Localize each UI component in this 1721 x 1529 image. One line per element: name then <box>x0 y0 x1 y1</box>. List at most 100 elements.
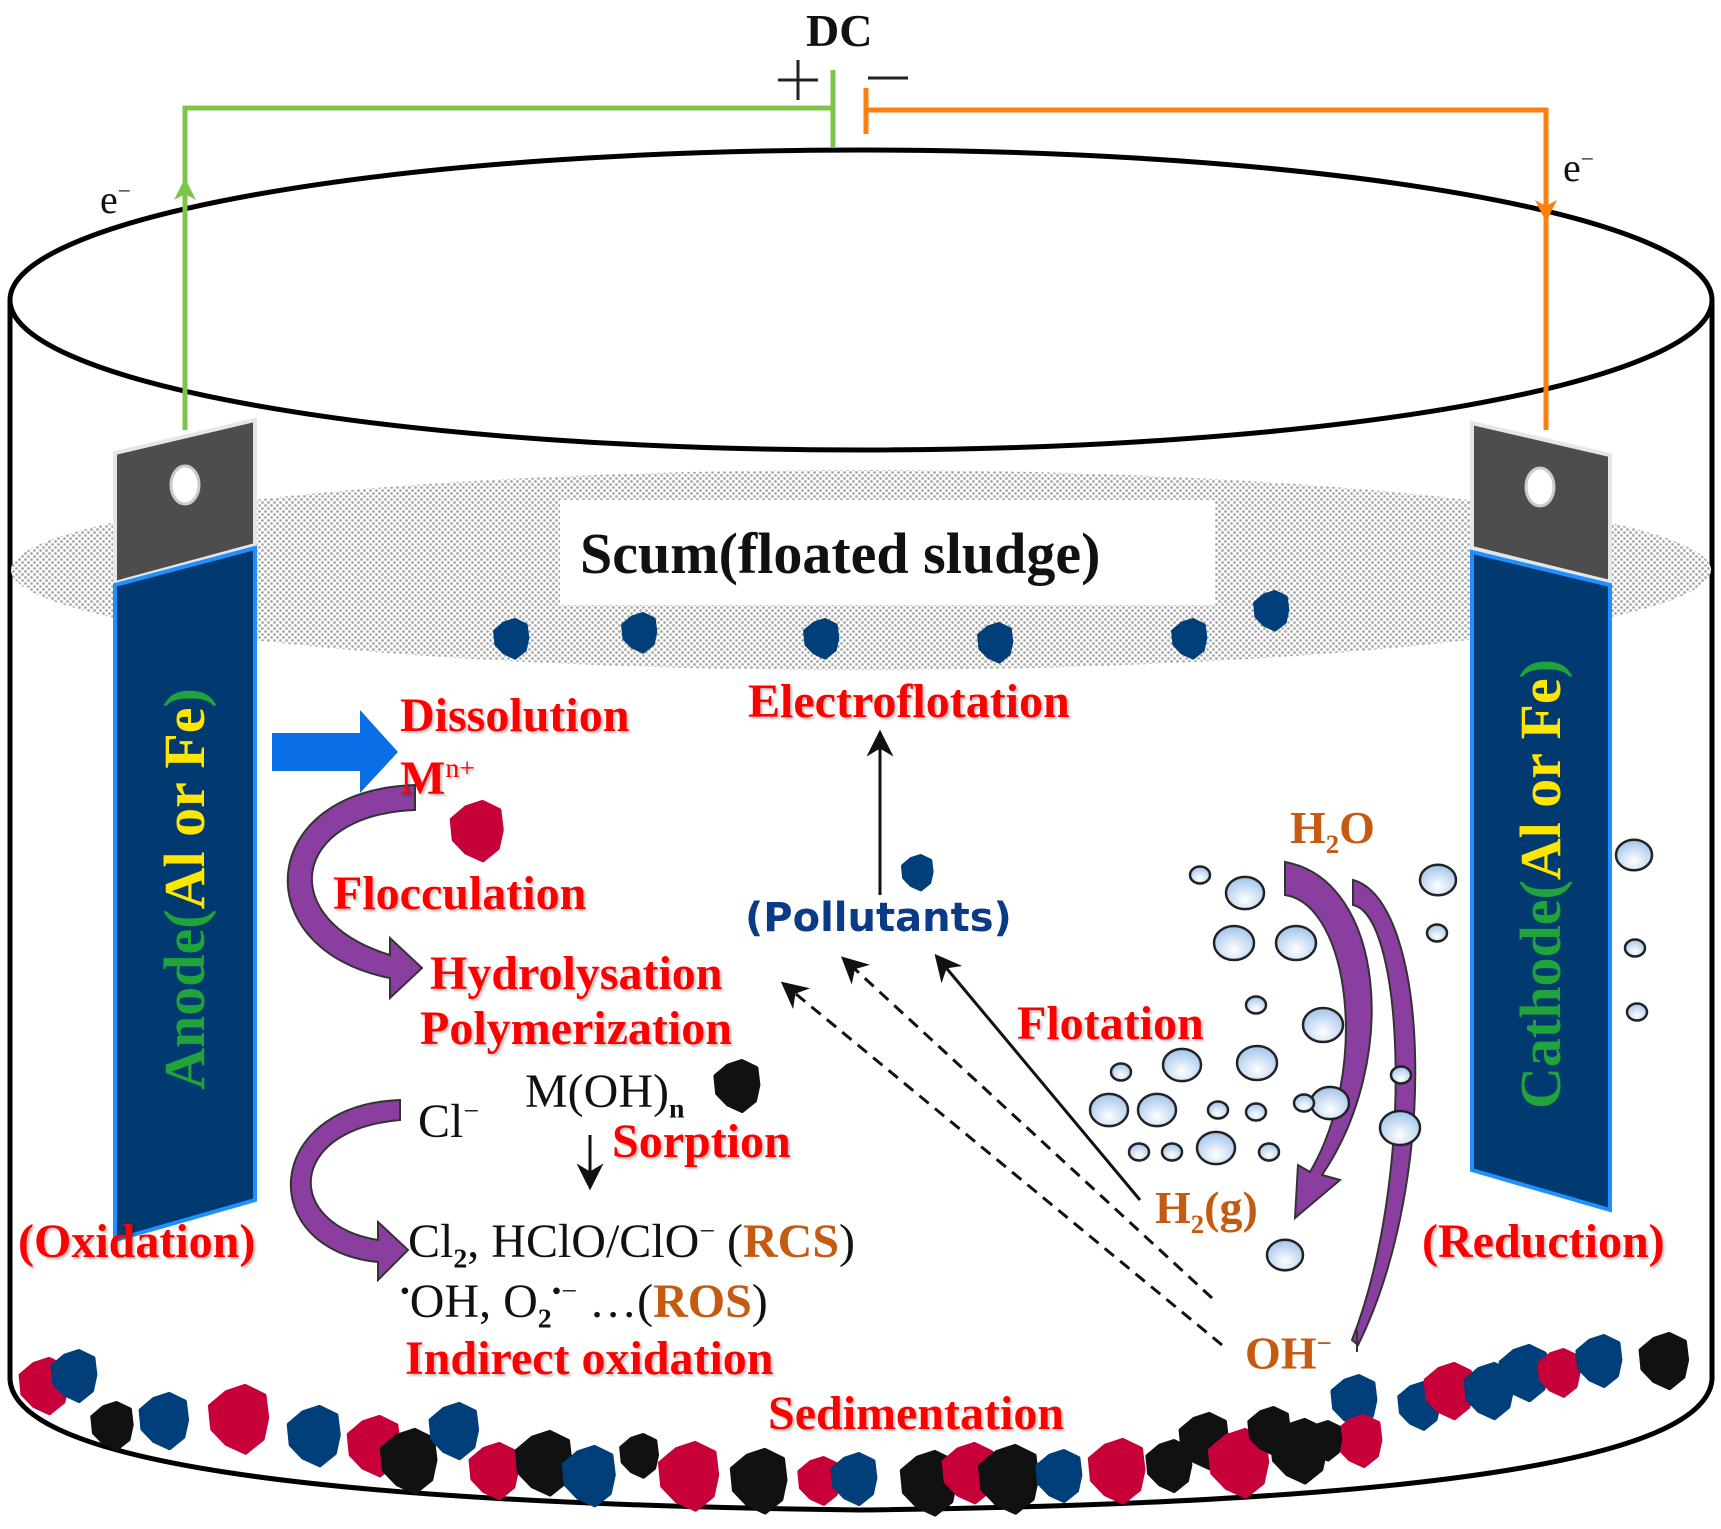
subscript: 2 <box>453 1243 468 1275</box>
oxidation-label: (Oxidation) <box>18 1215 256 1268</box>
dc-source-label: DC <box>806 5 873 56</box>
hydroxide-to-pollutants-dashed-arrow-icon <box>841 956 1214 1300</box>
sediment-floc <box>286 1404 341 1468</box>
subscript: 2 <box>1325 829 1340 860</box>
bubble <box>1188 865 1212 885</box>
sediment-floc <box>1423 1361 1475 1421</box>
sediment-floc <box>1035 1449 1083 1503</box>
battery-signs <box>778 60 908 100</box>
hydroxyl-superoxide: OH, O <box>409 1275 538 1328</box>
ellipsis: …( <box>577 1275 654 1328</box>
hydrogen-bubbles <box>1088 838 1654 1272</box>
sediment-flocs <box>18 1331 1690 1517</box>
sediment-floc <box>1498 1343 1550 1403</box>
cathode-wire <box>863 88 1557 430</box>
hydrolysation-label: Hydrolysation <box>430 947 723 1000</box>
bubble <box>1378 1109 1422 1147</box>
bubble <box>1274 924 1318 962</box>
bubble <box>1614 838 1654 872</box>
reduction-label: (Reduction) <box>1422 1215 1665 1268</box>
anode-wire <box>174 70 836 430</box>
sediment-floc <box>830 1452 878 1506</box>
coagulant-floc <box>449 799 504 863</box>
tank-bottom <box>7 1379 1715 1513</box>
subscript: 2 <box>537 1303 552 1335</box>
bubble <box>1292 1093 1316 1113</box>
sediment-floc <box>1306 1420 1343 1462</box>
bubble <box>1195 1130 1237 1166</box>
phase: (g) <box>1204 1182 1258 1233</box>
bubble <box>1212 924 1256 962</box>
paren: ( <box>715 1215 743 1268</box>
sediment-floc <box>1575 1334 1623 1388</box>
hydroxide-to-hydrolysis-dashed-arrow-icon <box>780 981 1223 1347</box>
tank-rim <box>7 147 1715 453</box>
water-to-hydrogen-arrow-icon <box>1284 860 1373 1221</box>
scum-pollutant-flocs <box>493 590 1290 664</box>
scum-label-box <box>560 500 1215 605</box>
pollutant-floc <box>493 618 530 660</box>
bubble <box>1161 1047 1203 1083</box>
anode-material: Al or Fe <box>152 707 217 910</box>
tank <box>7 147 1715 1513</box>
sediment-floc <box>1537 1348 1581 1398</box>
cathode-label: Cathode(Al or Fe) <box>1508 574 1573 1194</box>
pollutant-floc <box>1171 618 1208 660</box>
flocculation-curve-arrow-icon <box>286 783 424 1001</box>
sediment-floc <box>428 1401 480 1461</box>
bubble <box>1235 1044 1279 1082</box>
charge: − <box>1316 1328 1332 1358</box>
electron-label-left: e− <box>100 180 131 220</box>
sediment-floc <box>561 1444 616 1508</box>
oh: OH <box>1245 1327 1317 1379</box>
sediment-floc <box>138 1391 190 1451</box>
bubble <box>1224 875 1266 911</box>
flocculation-label: Flocculation <box>333 867 587 920</box>
sedimentation-label: Sedimentation <box>768 1387 1065 1440</box>
pollutant-floc <box>1253 590 1290 632</box>
bubble <box>1088 1092 1130 1128</box>
o: O <box>1339 802 1375 853</box>
cathode-material: Al or Fe <box>1508 678 1573 881</box>
sediment-floc <box>619 1433 659 1479</box>
electron-arrow-up-icon <box>174 178 196 200</box>
chloride-symbol: Cl <box>418 1095 464 1148</box>
sediment-floc <box>514 1429 573 1497</box>
sediment-floc <box>1247 1406 1291 1456</box>
bubble <box>1109 1062 1133 1082</box>
paren: ( <box>152 909 217 929</box>
bubble <box>1265 1238 1305 1272</box>
hydrogen-gas-label: H2(g) <box>1155 1185 1258 1238</box>
bubble <box>1625 1002 1649 1022</box>
hydroxide-subscript: n <box>668 1093 685 1125</box>
bubble <box>1257 1142 1281 1162</box>
ros-tag: ROS <box>653 1275 752 1328</box>
sediment-floc <box>797 1456 841 1506</box>
subscript: 2 <box>1190 1209 1205 1240</box>
h: H <box>1155 1182 1191 1233</box>
indirect-oxidation-label: Indirect oxidation <box>405 1332 774 1385</box>
metal-charge: n+ <box>445 753 475 784</box>
bubble <box>1623 938 1647 958</box>
cathode-plate <box>1470 549 1612 1213</box>
bubble <box>1136 1092 1178 1128</box>
pollutant-floc <box>977 622 1014 664</box>
electron-arrow-down-icon <box>1535 200 1557 222</box>
sediment-floc <box>657 1440 720 1512</box>
paren: ) <box>1508 659 1573 679</box>
bubble <box>1244 995 1268 1015</box>
bubble <box>1418 863 1458 897</box>
paren: ) <box>751 1275 768 1328</box>
bubble <box>1206 1100 1230 1120</box>
anode-plate <box>113 545 257 1243</box>
sediment-floc <box>977 1443 1040 1515</box>
chloride-curve-arrow-icon <box>289 1098 410 1283</box>
bubble <box>1389 1065 1413 1085</box>
bubble <box>1160 1142 1184 1162</box>
sorption-label: Sorption <box>612 1115 791 1168</box>
electron-label-right: e− <box>1563 148 1594 188</box>
bubble <box>1244 1102 1268 1122</box>
electron-symbol: e <box>1563 145 1581 190</box>
